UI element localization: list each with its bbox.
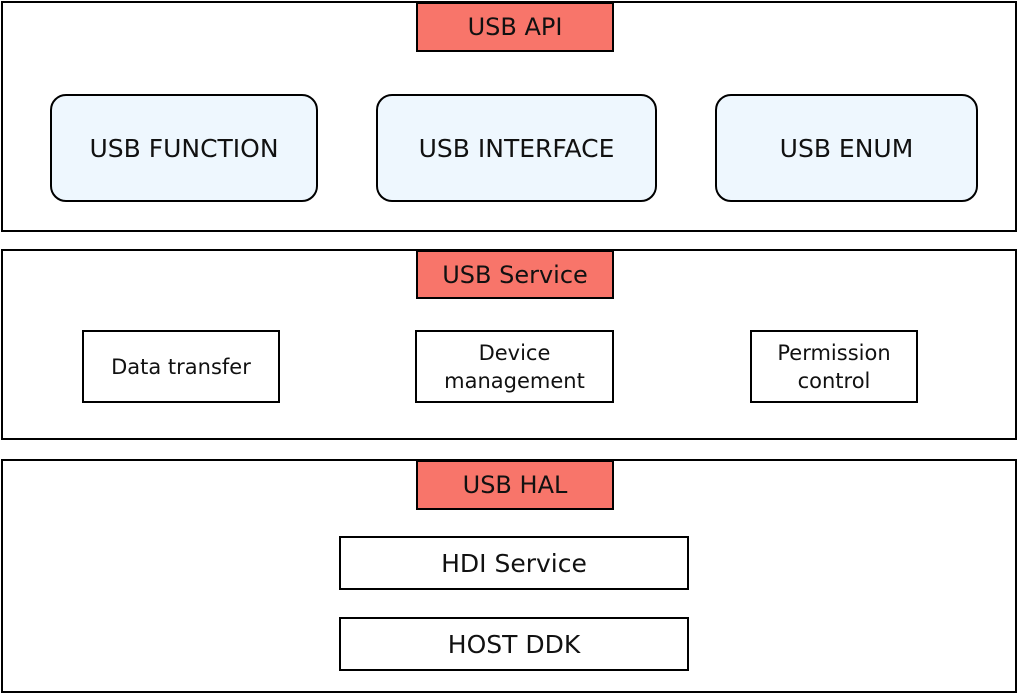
usb-hal-layer: USB HAL HDI Service HOST DDK (1, 459, 1017, 693)
permission-control-box: Permission control (750, 330, 918, 403)
usb-function-box: USB FUNCTION (50, 94, 318, 202)
usb-api-title: USB API (416, 2, 614, 52)
usb-enum-box: USB ENUM (715, 94, 978, 202)
permission-control-label-line1: Permission (777, 340, 891, 365)
data-transfer-label: Data transfer (111, 354, 251, 379)
hdi-service-box: HDI Service (339, 536, 689, 590)
permission-control-label-line2: control (797, 368, 871, 393)
host-ddk-box: HOST DDK (339, 617, 689, 671)
usb-hal-title: USB HAL (416, 460, 614, 510)
usb-service-layer: USB Service Data transfer Device managem… (1, 249, 1017, 440)
data-transfer-box: Data transfer (82, 330, 280, 403)
usb-service-title: USB Service (416, 250, 614, 299)
device-management-box: Device management (415, 330, 614, 403)
usb-api-layer: USB API USB FUNCTION USB INTERFACE USB E… (1, 1, 1017, 232)
device-management-label-line1: Device (478, 340, 551, 365)
usb-interface-box: USB INTERFACE (376, 94, 657, 202)
device-management-label-line2: management (444, 368, 585, 393)
